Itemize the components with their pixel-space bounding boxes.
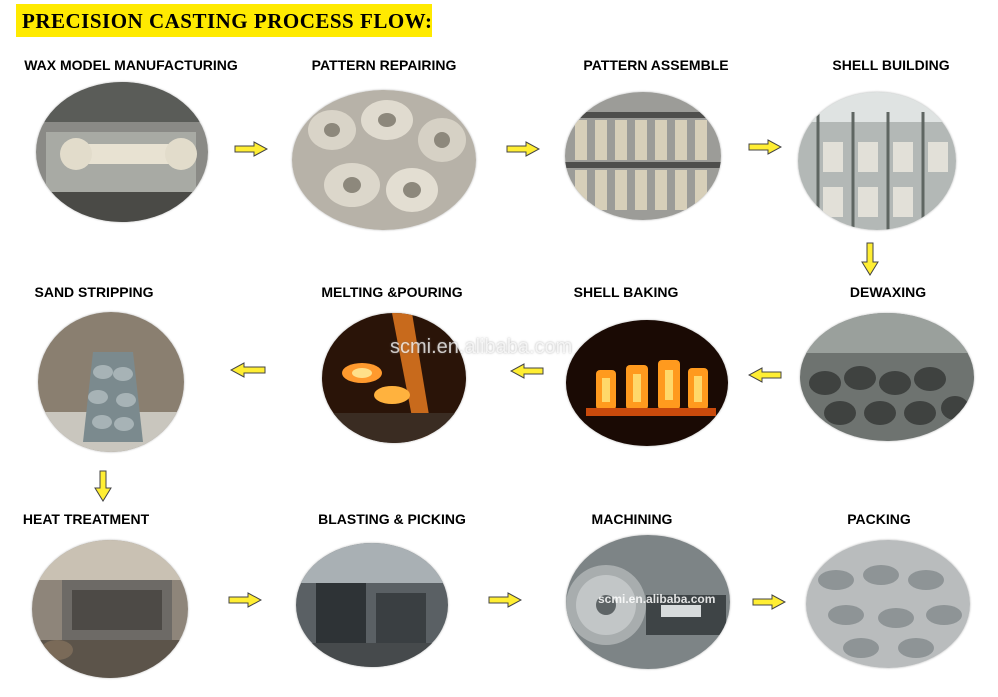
wax-model-photo [36,82,208,222]
watermark-text: scmi.en.alibaba.com [390,336,572,359]
step-label-shell-building: SHELL BUILDING [832,57,949,73]
arrow-right-icon [752,594,786,610]
arrow-right-icon [488,592,522,608]
heat-treatment-photo [32,540,188,678]
step-label-dewaxing: DEWAXING [850,284,926,300]
arrow-left-icon [748,367,782,383]
melting-pouring-photo [322,313,466,443]
step-label-machining: MACHINING [592,511,673,527]
watermark-text: scmi.en.alibaba.com [598,592,715,606]
packing-photo [806,540,970,668]
shell-baking-photo [566,320,728,446]
page-title: PRECISION CASTING PROCESS FLOW: [22,9,433,34]
step-label-pattern-repairing: PATTERN REPAIRING [312,57,457,73]
arrow-down-icon [94,470,112,502]
arrow-right-icon [228,592,262,608]
arrow-right-icon [234,141,268,157]
step-label-sand-stripping: SAND STRIPPING [34,284,153,300]
step-label-wax-model: WAX MODEL MANUFACTURING [24,57,238,73]
sand-stripping-photo [38,312,184,452]
blasting-picking-photo [296,543,448,667]
arrow-down-icon [861,242,879,276]
arrow-left-icon [230,362,266,378]
step-label-packing: PACKING [847,511,911,527]
arrow-right-icon [748,139,782,155]
step-label-blasting-picking: BLASTING & PICKING [318,511,466,527]
title-banner: PRECISION CASTING PROCESS FLOW: [16,4,432,37]
step-label-pattern-assemble: PATTERN ASSEMBLE [583,57,728,73]
arrow-left-icon [510,363,544,379]
pattern-assemble-photo [565,92,721,220]
step-label-shell-baking: SHELL BAKING [574,284,679,300]
shell-building-photo [798,92,956,230]
dewaxing-photo [800,313,974,441]
step-label-melting-pouring: MELTING &POURING [321,284,462,300]
arrow-right-icon [506,141,540,157]
pattern-repairing-photo [292,90,476,230]
step-label-heat-treatment: HEAT TREATMENT [23,511,149,527]
